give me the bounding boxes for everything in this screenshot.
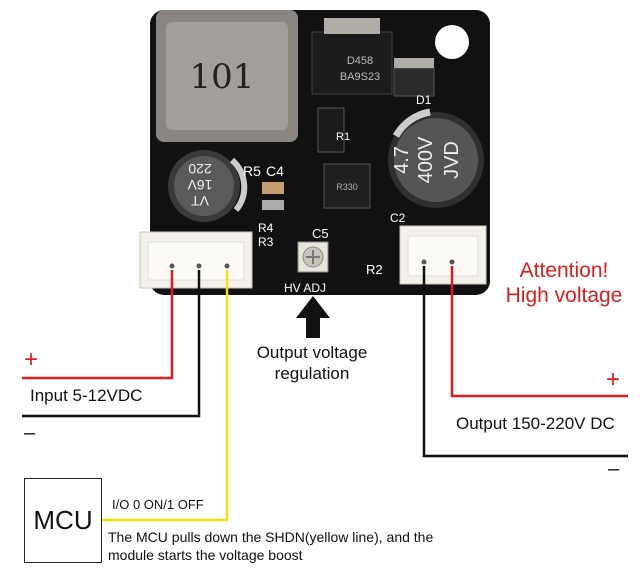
svg-text:C4: C4	[266, 163, 284, 179]
high-voltage-text: High voltage	[505, 284, 623, 307]
mcu-label: MCU	[33, 505, 93, 535]
input-wire-black	[22, 270, 201, 418]
svg-text:VT: VT	[191, 193, 209, 209]
chip-small	[323, 163, 371, 209]
capacitor-right: 4.7 400V JVD	[388, 108, 484, 208]
svg-text:4.7: 4.7	[391, 146, 413, 174]
svg-text:JVD: JVD	[441, 141, 463, 179]
svg-text:R3: R3	[258, 235, 274, 249]
inductor-code: 101	[190, 57, 255, 97]
input-plus-sign: +	[24, 346, 39, 373]
input-connector	[139, 231, 253, 289]
svg-text:R5: R5	[243, 163, 261, 179]
output-connector	[399, 225, 487, 285]
up-arrow-icon	[296, 296, 330, 338]
output-wire-black	[422, 266, 628, 458]
io-label: I/O 0 ON/1 OFF	[112, 497, 204, 512]
regulation-label: Output voltage regulation	[256, 343, 368, 383]
attention-text: Attention!	[519, 259, 609, 282]
svg-text:400V: 400V	[415, 136, 437, 183]
svg-text:D1: D1	[416, 93, 432, 107]
mcu-box: MCU	[24, 478, 102, 563]
svg-text:R330: R330	[336, 182, 358, 192]
svg-text:220: 220	[188, 161, 212, 177]
svg-text:R4: R4	[258, 221, 274, 235]
svg-text:HV ADJ: HV ADJ	[284, 281, 326, 295]
input-label: Input 5-12VDC	[30, 386, 143, 405]
svg-text:R2: R2	[366, 262, 383, 277]
output-label: Output 150-220V DC	[456, 414, 615, 433]
mounting-hole	[435, 25, 469, 59]
capacitor-left: 220 16V VT	[168, 150, 248, 222]
shdn-wire-yellow	[102, 270, 229, 522]
potentiometer-hv-adj[interactable]	[297, 241, 329, 273]
diode-d1	[393, 67, 435, 97]
svg-text:D458: D458	[347, 55, 373, 67]
input-wire-red	[22, 270, 174, 380]
output-wire-red	[450, 266, 628, 398]
output-plus-sign: +	[606, 366, 621, 393]
svg-text:C5: C5	[312, 226, 329, 241]
attention-label: Attention! High voltage	[488, 258, 640, 308]
svg-text:C2: C2	[390, 211, 406, 225]
output-minus-sign: –	[608, 458, 620, 480]
input-minus-sign: –	[24, 422, 36, 444]
svg-text:R1: R1	[336, 131, 350, 143]
svg-text:BA9S23: BA9S23	[340, 71, 380, 83]
shdn-note: The MCU pulls down the SHDN(yellow line)…	[108, 529, 434, 563]
svg-text:16V: 16V	[187, 177, 213, 193]
